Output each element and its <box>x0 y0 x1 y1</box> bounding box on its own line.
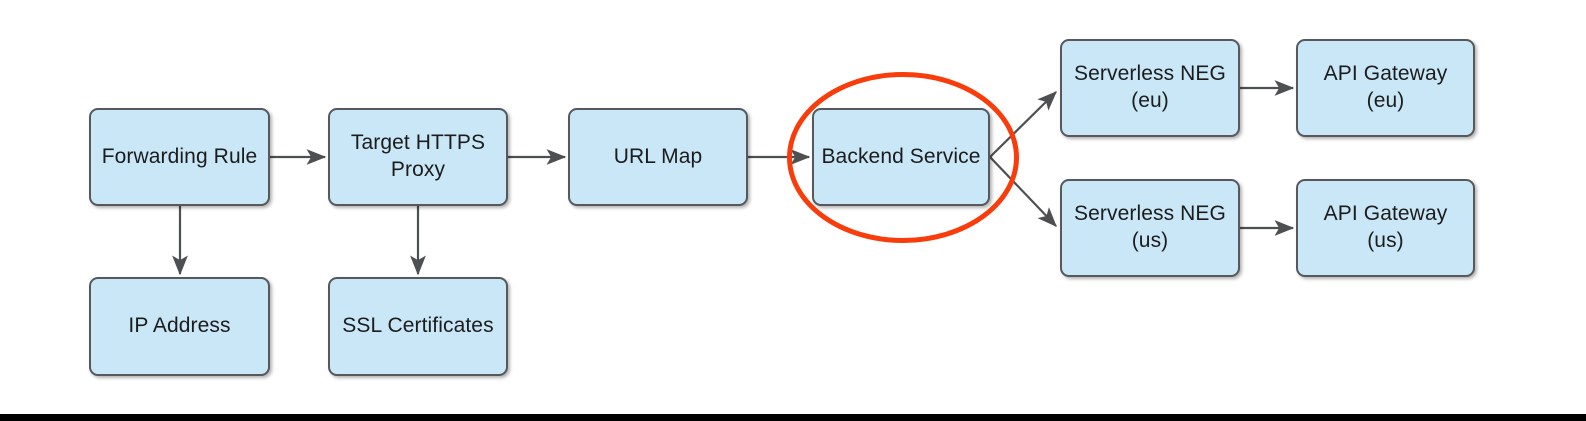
node-backend-service-label: Backend Service <box>821 144 981 168</box>
node-serverless-neg-us[interactable]: Serverless NEG (us) <box>1060 179 1240 277</box>
node-target-https-proxy[interactable]: Target HTTPS Proxy <box>328 108 508 206</box>
node-forwarding-rule-label: Forwarding Rule <box>101 144 258 168</box>
node-url-map[interactable]: URL Map <box>568 108 748 206</box>
node-ssl-certificates-label: SSL Certificates <box>342 314 494 338</box>
node-serverless-neg-eu-label: Serverless NEG (eu) <box>1074 62 1226 112</box>
node-serverless-neg-eu[interactable]: Serverless NEG (eu) <box>1060 39 1240 137</box>
edge-backend-to-neg-us <box>989 156 1057 227</box>
node-url-map-label: URL Map <box>613 144 703 168</box>
node-api-gateway-us-label: API Gateway (us) <box>1323 202 1448 252</box>
edge-backend-to-neg-eu <box>989 91 1057 158</box>
node-api-gateway-eu-label: API Gateway (eu) <box>1323 62 1448 112</box>
node-api-gateway-eu[interactable]: API Gateway (eu) <box>1296 39 1475 137</box>
node-serverless-neg-us-label: Serverless NEG (us) <box>1074 202 1226 252</box>
node-ssl-certificates[interactable]: SSL Certificates <box>328 277 508 376</box>
node-ip-address-label: IP Address <box>128 314 231 338</box>
node-api-gateway-us[interactable]: API Gateway (us) <box>1296 179 1475 277</box>
bottom-edge-bar <box>0 414 1586 421</box>
node-backend-service[interactable]: Backend Service <box>812 108 990 206</box>
node-forwarding-rule[interactable]: Forwarding Rule <box>89 108 270 206</box>
node-ip-address[interactable]: IP Address <box>89 277 270 376</box>
node-target-https-proxy-label: Target HTTPS Proxy <box>350 131 486 181</box>
